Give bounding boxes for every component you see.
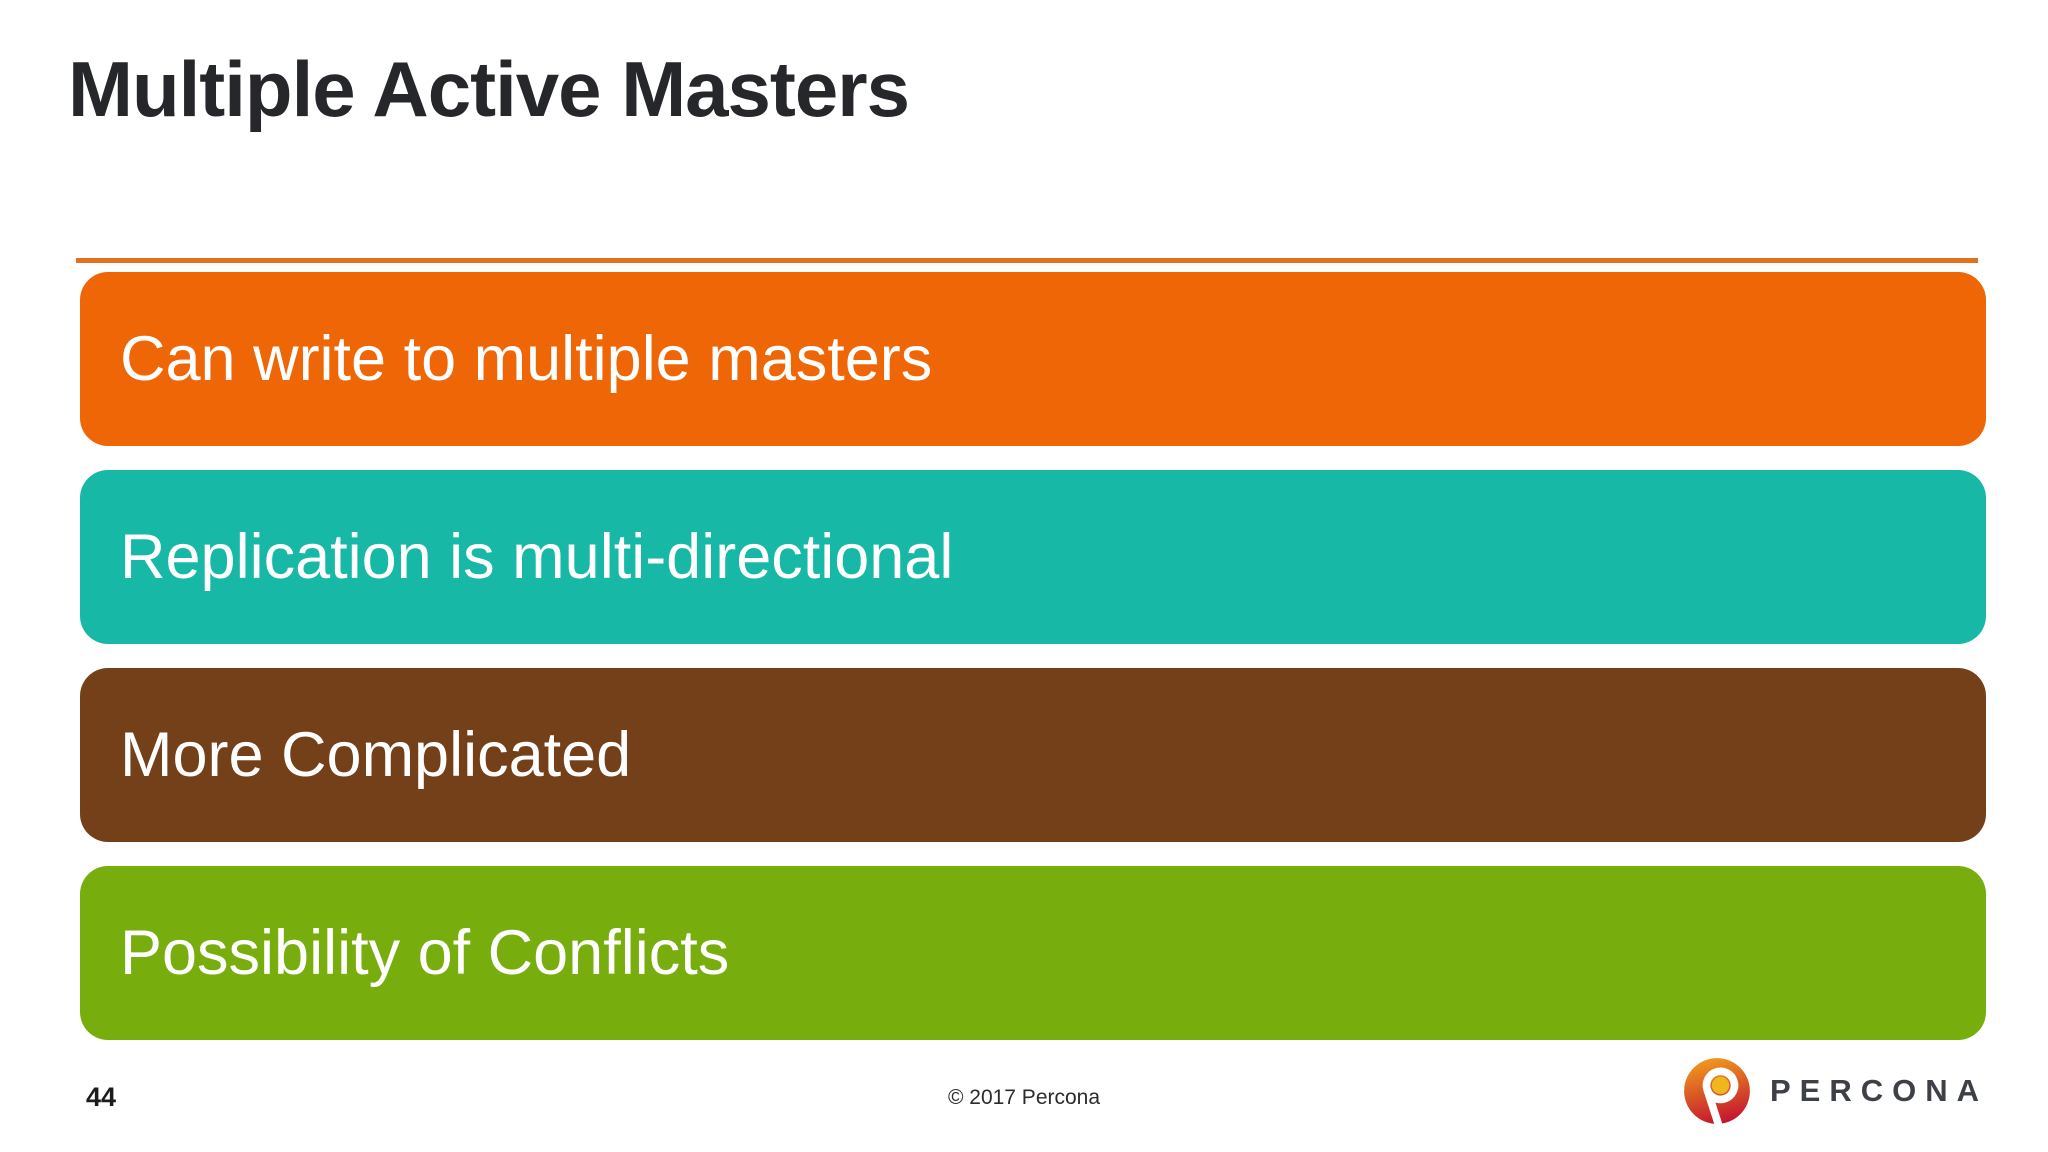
bar-label: Can write to multiple masters [120,324,933,394]
bar-label: Possibility of Conflicts [120,918,730,988]
title-divider-line [76,258,1978,263]
bar-label: More Complicated [120,720,632,790]
bar-can-write: Can write to multiple masters [80,272,1986,446]
page-number: 44 [86,1082,117,1112]
percona-logo-text: PERCONA [1769,1073,1988,1108]
bar-conflicts: Possibility of Conflicts [80,866,1986,1040]
copyright-text: © 2017 Percona [947,1086,1101,1109]
bar-more-complicated: More Complicated [80,668,1986,842]
bullet-bar-list: Can write to multiple masters Replicatio… [80,272,1986,1040]
percona-logo: PERCONA [1682,1056,1988,1126]
bar-replication: Replication is multi-directional [80,470,1986,644]
bar-label: Replication is multi-directional [120,522,954,592]
slide-title: Multiple Active Masters [68,45,910,133]
percona-logo-icon [1684,1058,1750,1126]
